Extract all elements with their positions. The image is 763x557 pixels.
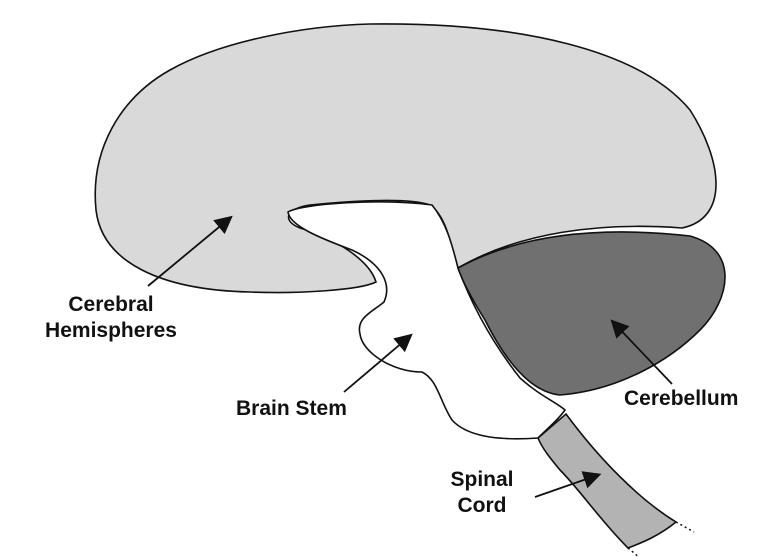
spinal-cord-label: Spinal Cord	[437, 467, 527, 519]
spinal-label-line2: Cord	[437, 493, 527, 519]
cerebral-label-line1: Cerebral	[28, 292, 194, 318]
spinal-cord-dotted-right	[676, 522, 694, 532]
cerebral-hemispheres-label: Cerebral Hemispheres	[28, 292, 194, 344]
spinal-cord-dotted-left	[628, 548, 640, 557]
spinal-label-line1: Spinal	[437, 467, 527, 493]
spinal-cord-shape	[538, 414, 676, 548]
brain-stem-label: Brain Stem	[236, 396, 347, 422]
cerebellum-label: Cerebellum	[624, 386, 738, 412]
cerebral-label-line2: Hemispheres	[28, 318, 194, 344]
